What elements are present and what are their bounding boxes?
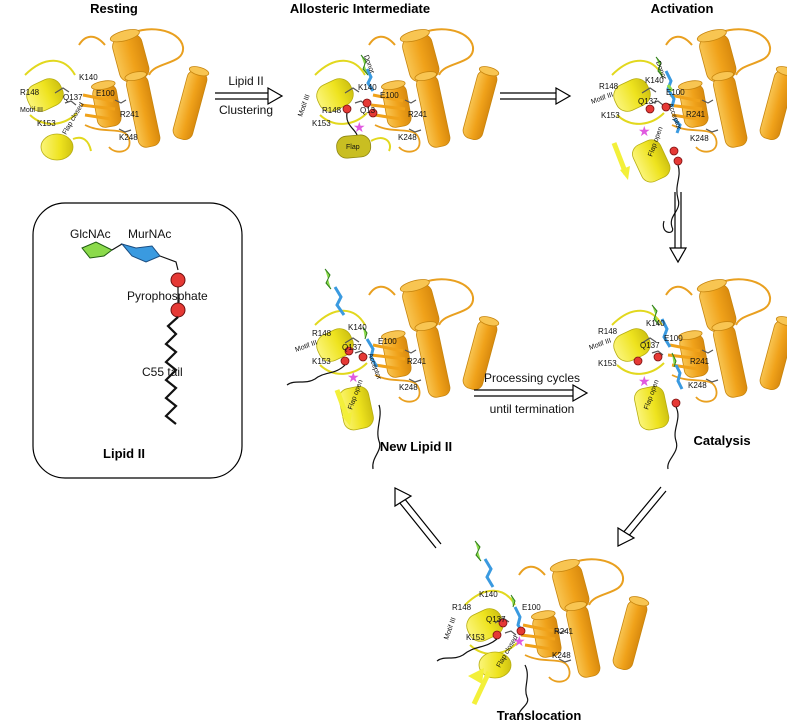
stage-title-activation: Activation: [651, 1, 714, 16]
arrow-translocation-to-new-lipid: [394, 487, 442, 549]
residue-k248-f: K248: [552, 651, 571, 660]
active-site-star-icon-2: ★: [638, 124, 651, 140]
residue-q137-f: Q137: [486, 615, 506, 624]
arrow-label-termination: until termination: [490, 402, 575, 416]
residue-q137-c: Q137: [638, 97, 658, 106]
residue-e100-b: E100: [380, 91, 399, 100]
residue-k248-c: K248: [690, 134, 709, 143]
residue-q137-e: Q137: [640, 341, 660, 350]
residue-e100-e: E100: [664, 334, 683, 343]
residue-k248-b: K248: [398, 133, 417, 142]
residue-r148-b: R148: [322, 106, 342, 115]
residue-r241-c: R241: [686, 110, 706, 119]
flap-motion-arrowhead-2: [342, 412, 352, 426]
legend-lipid-ii: GlcNAc MurNAc Pyrophosphate C55 tail Lip…: [32, 202, 243, 479]
legend-box: [32, 202, 243, 479]
residue-e100: E100: [96, 89, 115, 98]
residue-k140-b: K140: [358, 83, 377, 92]
residue-q137: Q137: [63, 93, 83, 102]
residue-k248-d: K248: [399, 383, 418, 392]
stage-new-lipid-ii: ★: [286, 268, 502, 470]
motif-iii-label-b: Motif III: [297, 94, 311, 118]
pyrophosphate-ball-2: [170, 302, 186, 318]
stage-title-resting: Resting: [90, 1, 138, 16]
motif-iii-label-f: Motif III: [443, 617, 457, 641]
motif-iii-label-e: Motif III: [588, 337, 612, 351]
stage-translocation: ★: [436, 540, 652, 718]
arrow-allosteric-to-activation: [500, 86, 572, 106]
residue-r241-f: R241: [554, 627, 574, 636]
flap-open-cat: [634, 385, 670, 431]
residue-k140-f: K140: [479, 590, 498, 599]
residue-r241-b: R241: [408, 110, 428, 119]
active-site-star-icon: ★: [353, 120, 366, 136]
flap-open: [632, 139, 671, 183]
residue-e100-c: E100: [666, 88, 685, 97]
residue-k140-d: K140: [348, 323, 367, 332]
residue-r241-d: R241: [407, 357, 427, 366]
residue-k140-e: K140: [646, 319, 665, 328]
residue-k140-c: K140: [645, 76, 664, 85]
residue-k140: K140: [79, 73, 98, 82]
arrow-catalysis-to-translocation: [617, 486, 667, 547]
residue-r148-c: R148: [599, 82, 619, 91]
legend-pyrophosphate: Pyrophosphate: [127, 289, 208, 303]
residue-e100-f: E100: [522, 603, 541, 612]
active-site-star-icon-5: ★: [513, 634, 526, 650]
arrow-label-processing: Processing cycles: [484, 371, 580, 385]
residue-r241: R241: [120, 110, 140, 119]
legend-murnac: MurNAc: [128, 227, 171, 241]
residue-r148: R148: [20, 88, 40, 97]
legend-glcnac: GlcNAc: [70, 227, 111, 241]
motif-iii-label-c: Motif III: [590, 91, 614, 105]
arrow-processing: [474, 383, 589, 403]
stage-resting: [21, 25, 212, 161]
active-site-star-icon-3: ★: [347, 370, 360, 386]
residue-k153-c: K153: [601, 111, 620, 120]
residue-r148-f: R148: [452, 603, 472, 612]
residue-k153-f: K153: [466, 633, 485, 642]
residue-r148-d: R148: [312, 329, 332, 338]
flap: [336, 134, 391, 159]
residue-k248: K248: [119, 133, 138, 142]
flap-motion-arrowhead: [620, 166, 630, 180]
c55-tail: [164, 316, 179, 425]
stage-title-catalysis: Catalysis: [693, 433, 750, 448]
flap-label: Flap: [346, 144, 360, 151]
flap-closed: [40, 133, 92, 161]
stage-allosteric: ★: [311, 25, 502, 159]
translocation-motion-arrow: [471, 670, 492, 706]
residue-q13: Q13: [360, 106, 376, 115]
stage-activation: ★: [608, 25, 787, 233]
legend-title: Lipid II: [103, 446, 145, 461]
stage-title-new-lipid-ii: New Lipid II: [380, 439, 452, 454]
arrow-clustering: [215, 86, 284, 106]
translocation-motion-arrowhead: [468, 668, 484, 684]
residue-k153-b: K153: [312, 119, 331, 128]
residue-k248-e: K248: [688, 381, 707, 390]
arrow-label-clustering: Clustering: [219, 103, 273, 117]
residue-k153-e: K153: [598, 359, 617, 368]
legend-c55-tail: C55 tail: [142, 365, 183, 379]
arrow-label-lipid-ii: Lipid II: [228, 74, 263, 88]
residue-k153-d: K153: [312, 357, 331, 366]
motif-iii-label: Motif III: [20, 107, 43, 114]
residue-e100-d: E100: [378, 337, 397, 346]
residue-r148-e: R148: [598, 327, 618, 336]
active-site-star-icon-4: ★: [638, 374, 651, 390]
flap-closed-label: Flap closed: [62, 101, 86, 136]
residue-q137-d: Q137: [342, 343, 362, 352]
stage-title-translocation: Translocation: [497, 708, 582, 723]
residue-r241-e: R241: [690, 357, 710, 366]
stage-title-allosteric: Allosteric Intermediate: [290, 1, 430, 16]
stage-catalysis: ★: [608, 275, 787, 470]
residue-k153: K153: [37, 119, 56, 128]
motif-iii-label-d: Motif III: [294, 339, 318, 353]
glcnac-shape: [81, 241, 113, 259]
arrow-activation-to-catalysis: [668, 192, 688, 264]
pyrophosphate-ball-1: [170, 272, 186, 288]
